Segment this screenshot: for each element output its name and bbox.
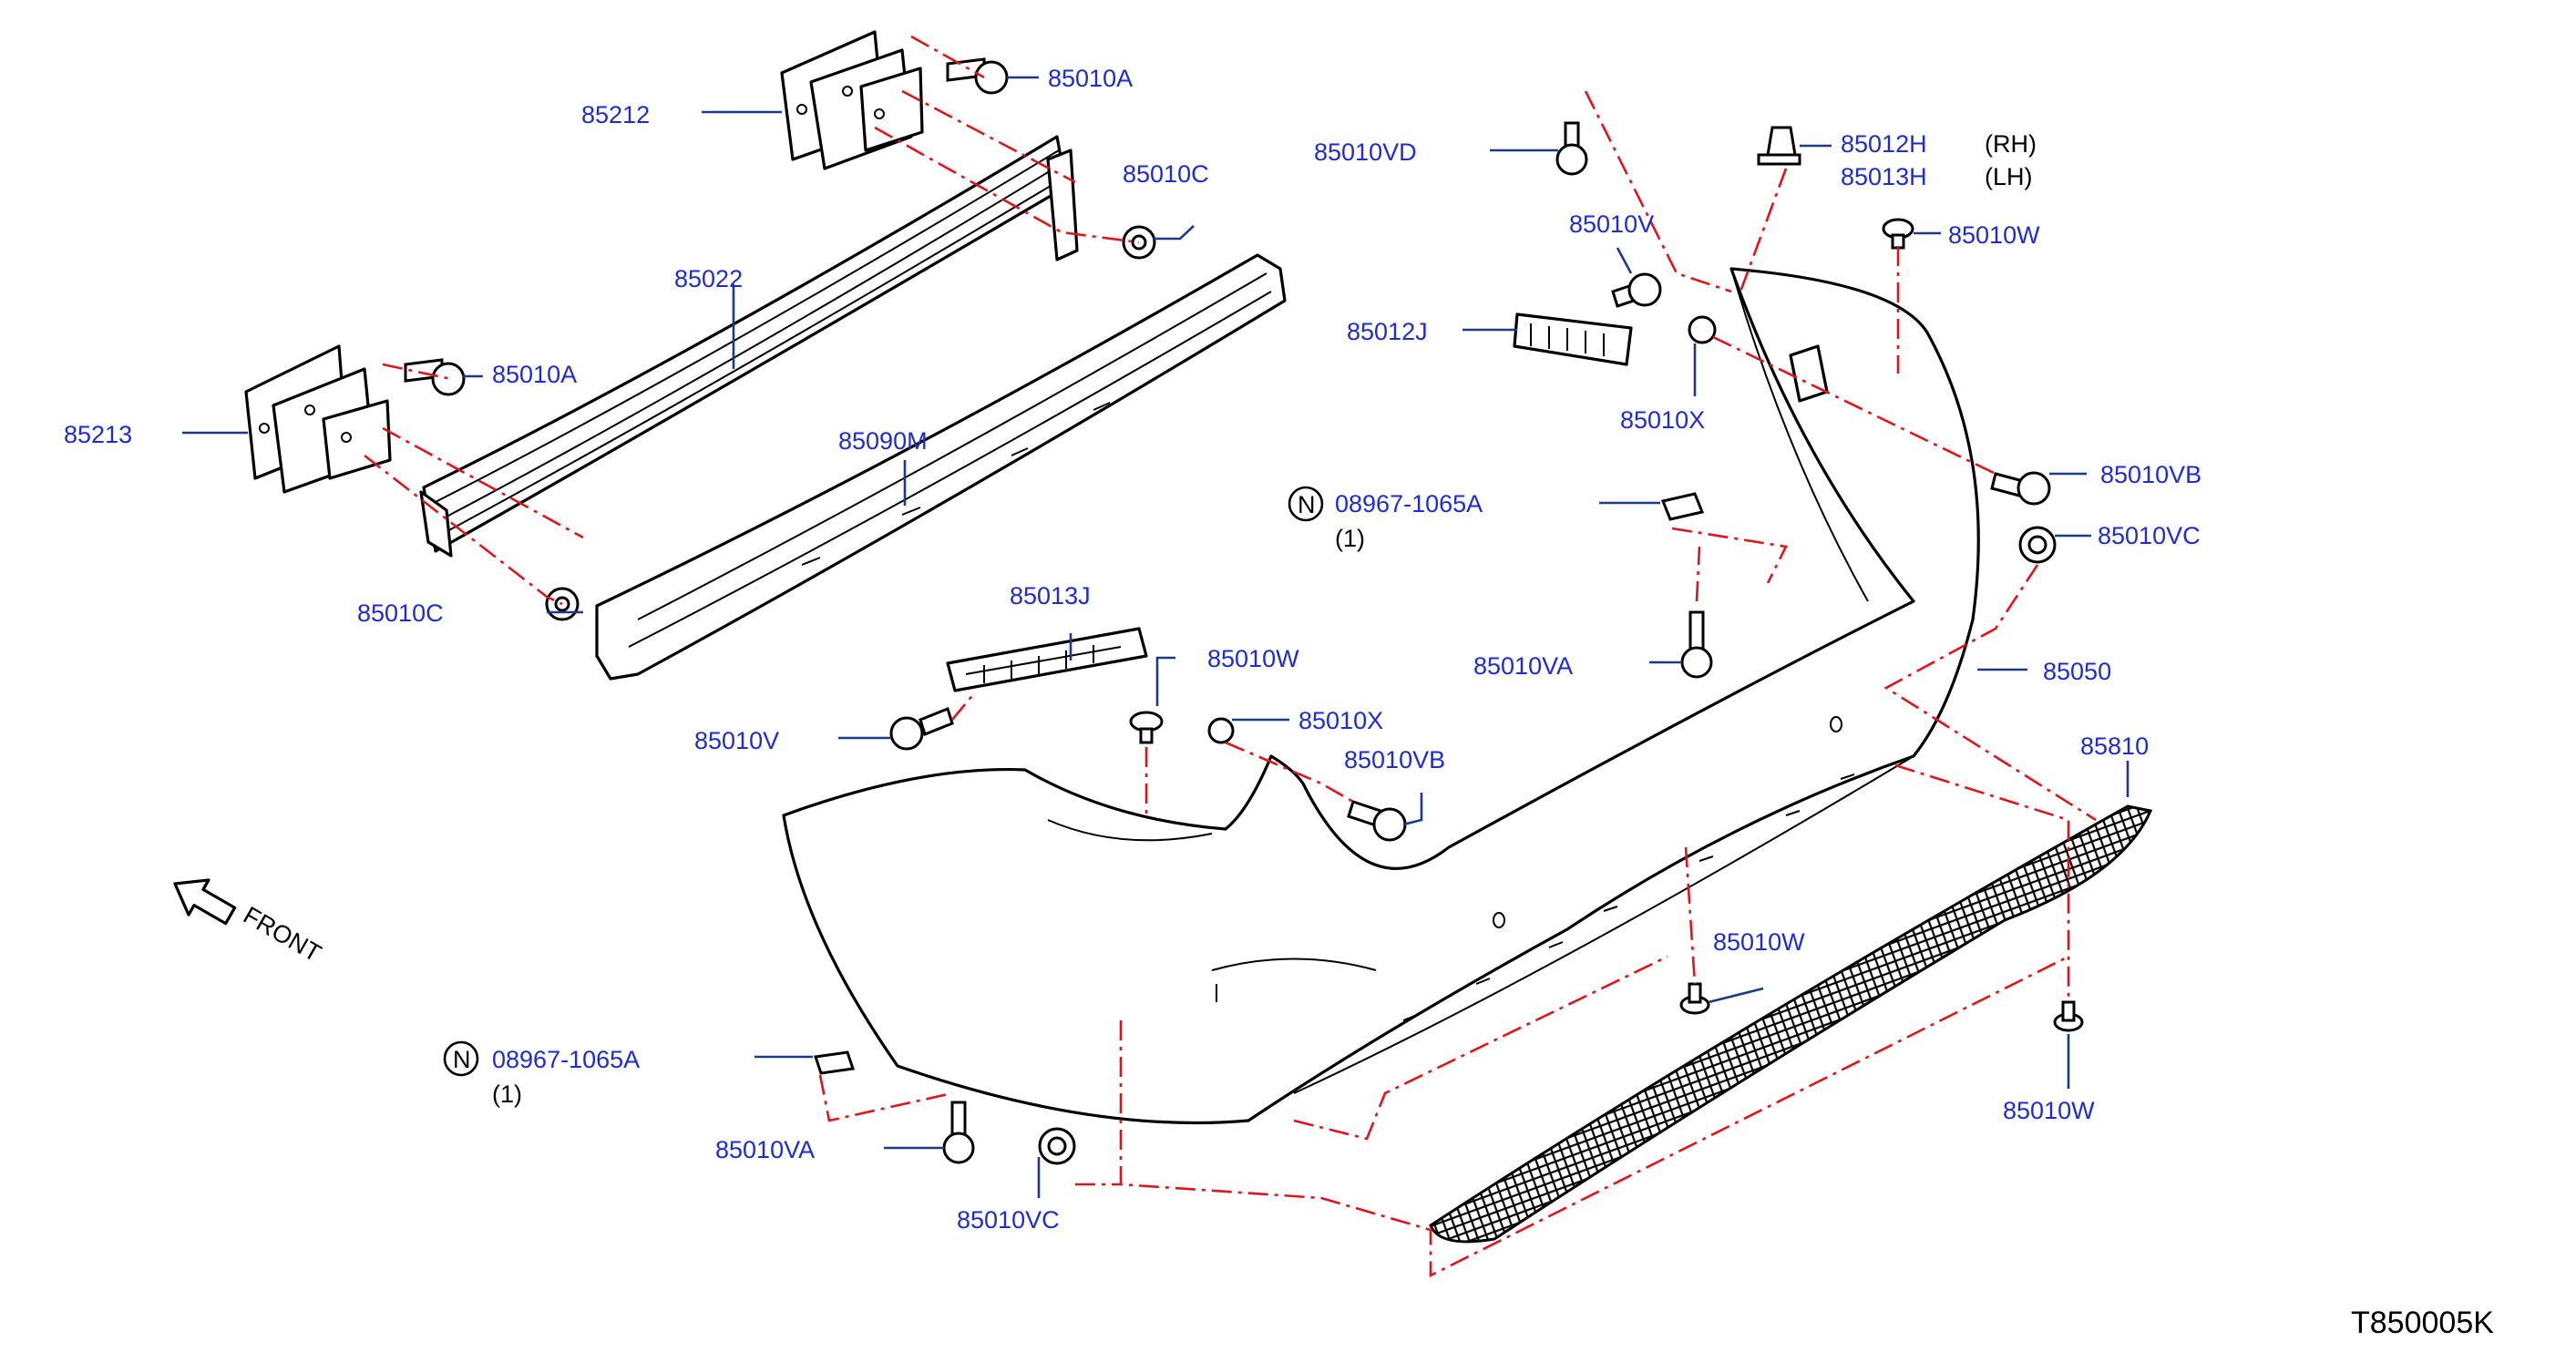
label-85010C-bottom[interactable]: 85010C [357, 599, 444, 627]
bumper-reinforcement-85022 [419, 135, 1079, 558]
bracket-85013J [946, 627, 1148, 692]
label-85012H[interactable]: 85012H [1841, 130, 1927, 158]
assembly-lines [364, 35, 2097, 1278]
clip-85012H [1757, 126, 1801, 166]
label-85010VB-mid[interactable]: 85010VB [1344, 746, 1445, 773]
label-85010VD[interactable]: 85010VD [1314, 138, 1417, 166]
leader-lines [182, 76, 2130, 1198]
label-85010V-left[interactable]: 85010V [694, 727, 779, 754]
bracket-85212 [780, 30, 924, 170]
note-part-bottom[interactable]: 08967-1065A [492, 1046, 640, 1073]
bolt-85010VA-left [942, 1101, 975, 1164]
note-qty-bottom: (1) [492, 1081, 522, 1108]
label-lh: (LH) [1985, 163, 2033, 190]
note-symbol: N [1298, 491, 1316, 518]
clip-85010X-right [1688, 315, 1717, 344]
bracket-85012J [1513, 312, 1633, 366]
label-85022[interactable]: 85022 [674, 265, 743, 292]
screw-85010V-right [1611, 272, 1662, 308]
label-85010V-right[interactable]: 85010V [1569, 210, 1654, 238]
bolt-85010VB-mid [1347, 800, 1407, 842]
note-n-icon [1288, 486, 1324, 522]
label-85010W-mid[interactable]: 85010W [1207, 645, 1299, 672]
label-85010VA-left[interactable]: 85010VA [715, 1136, 815, 1163]
label-85050[interactable]: 85050 [2043, 658, 2111, 685]
energy-absorber-85090M [595, 253, 1287, 681]
label-85010VC-right[interactable]: 85010VC [2098, 522, 2201, 549]
label-85010W-top[interactable]: 85010W [1948, 221, 2040, 249]
clip-85010W-mid [1129, 711, 1164, 744]
clip-85010W-low [1679, 982, 1710, 1015]
label-85013J[interactable]: 85013J [1010, 582, 1091, 609]
bolt-85010VD [1555, 121, 1588, 176]
label-85010X-mid[interactable]: 85010X [1298, 707, 1383, 734]
label-85810[interactable]: 85810 [2080, 732, 2149, 760]
clip-08967-bottom [814, 1050, 855, 1075]
bolt-85010VC-left [1038, 1127, 1076, 1165]
front-arrow-icon [173, 878, 237, 926]
bolt-85010A-top [946, 57, 1009, 95]
label-85010W-bottom[interactable]: 85010W [2003, 1097, 2095, 1124]
diagram-code: T850005K [2351, 1306, 2494, 1340]
clip-85010W-bottom [2053, 1000, 2084, 1032]
label-85012J[interactable]: 85012J [1347, 318, 1428, 345]
note-symbol: N [453, 1046, 471, 1073]
front-indicator-label: FRONT [239, 901, 326, 967]
label-85010VB-right[interactable]: 85010VB [2100, 461, 2201, 488]
bolt-85010VB-right [1990, 471, 2051, 506]
label-rh: (RH) [1985, 130, 2037, 158]
label-85010A-top[interactable]: 85010A [1048, 65, 1133, 92]
note-callout-bottom: N 08967-1065A (1) [443, 1040, 640, 1108]
part-labels: 85212 85213 85022 85090M 85010A 85010A 8… [64, 65, 2201, 1234]
note-callout-top: N 08967-1065A (1) [1288, 486, 1483, 552]
label-85213[interactable]: 85213 [64, 421, 132, 448]
label-85010C-top[interactable]: 85010C [1123, 160, 1209, 188]
bolt-85010VA-right [1680, 610, 1713, 679]
screw-85010V-left [889, 707, 954, 751]
label-85010VC-left[interactable]: 85010VC [957, 1206, 1060, 1234]
clip-08967-top [1660, 492, 1705, 521]
clip-85010W-top [1882, 218, 1914, 250]
bracket-85213 [244, 344, 392, 494]
label-85010X-right[interactable]: 85010X [1620, 406, 1705, 434]
diffuser-grille-85810 [1429, 804, 2153, 1244]
bolt-85010A-left [404, 358, 466, 396]
label-85212[interactable]: 85212 [581, 101, 650, 128]
note-qty-top: (1) [1335, 525, 1365, 552]
label-85010A-left[interactable]: 85010A [492, 361, 577, 388]
note-part-top[interactable]: 08967-1065A [1335, 490, 1483, 517]
label-85010VA-right[interactable]: 85010VA [1473, 652, 1573, 680]
bolt-85010VC-right [2018, 526, 2057, 564]
label-85090M[interactable]: 85090M [838, 427, 928, 455]
clip-85010X-mid [1207, 717, 1235, 744]
note-n-icon [443, 1040, 479, 1077]
label-85010W-low[interactable]: 85010W [1713, 928, 1805, 956]
label-85013H[interactable]: 85013H [1841, 163, 1927, 190]
